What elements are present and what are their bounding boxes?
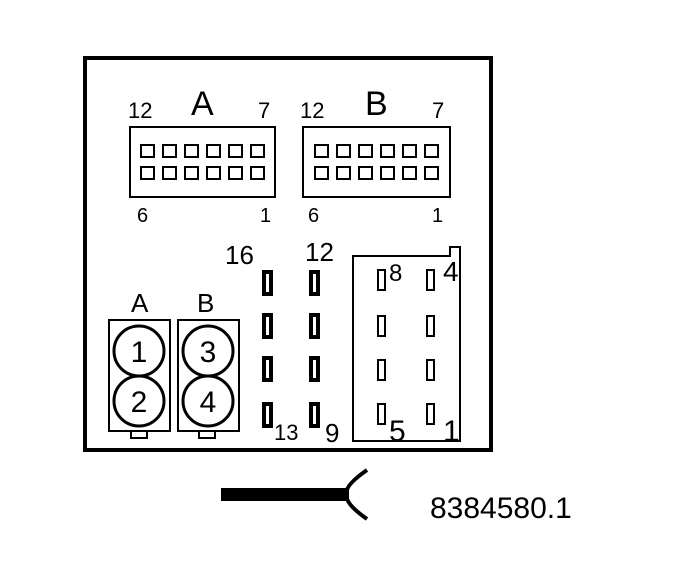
connector-a-pin-6-label: 6 <box>137 205 148 227</box>
connector-a-pin-grid <box>140 144 265 180</box>
connector-b-letter: B <box>365 85 388 123</box>
pin-12-label: 12 <box>305 237 334 267</box>
round-pin-2-label: 2 <box>131 386 148 419</box>
connector-a-pin-7-label: 7 <box>258 98 270 123</box>
right-block-pin-8-label: 8 <box>389 260 402 287</box>
round-connector-b: B 3 4 <box>177 288 240 439</box>
pin-10 <box>309 356 320 382</box>
connector-a-pin-12-label: 12 <box>128 98 152 123</box>
right-block-pin-1-label: 1 <box>443 415 460 448</box>
right-block-pin <box>426 359 435 381</box>
right-block-pin <box>377 359 386 381</box>
right-block-pin <box>426 315 435 337</box>
pin-column-left: 16 13 <box>225 240 298 445</box>
pin-column-right: 12 9 <box>305 237 339 448</box>
arrow-shaft <box>221 488 349 501</box>
connector-a-housing <box>129 126 276 198</box>
pin-9 <box>309 402 320 428</box>
connector-a-letter: A <box>191 85 214 123</box>
connector-b-pin-12-label: 12 <box>300 98 324 123</box>
pin-12 <box>309 270 320 296</box>
pin-13-label: 13 <box>274 420 298 445</box>
pin-9-label: 9 <box>325 418 339 448</box>
pin-13 <box>262 402 273 428</box>
round-connector-b-tab <box>198 430 216 439</box>
round-pin-1-label: 1 <box>131 336 148 369</box>
round-connector-a-tab <box>130 430 148 439</box>
round-pin-4-label: 4 <box>200 386 217 419</box>
right-block-pin <box>377 403 386 425</box>
round-connector-a: A 1 2 <box>108 288 171 439</box>
right-block-housing <box>352 246 461 442</box>
connector-b-top: 12 B 7 6 1 <box>300 85 451 227</box>
pin-11 <box>309 313 320 339</box>
right-block-pin <box>426 403 435 425</box>
round-pin-2 <box>112 374 166 428</box>
right-block-pin-5-label: 5 <box>389 415 406 448</box>
connector-a-pin-1-label: 1 <box>260 205 271 227</box>
pin-14 <box>262 356 273 382</box>
connector-b-pin-grid <box>314 144 439 180</box>
reference-number: 8384580.1 <box>430 492 572 525</box>
connector-a-top: 12 A 7 6 1 <box>128 85 276 227</box>
round-connector-b-letter: B <box>197 288 214 318</box>
right-block-pin-4-label: 4 <box>443 256 459 287</box>
round-connector-a-letter: A <box>131 288 149 318</box>
right-block-pin <box>377 269 386 291</box>
round-pin-3-label: 3 <box>200 336 217 369</box>
right-block-connector: 8 4 5 1 <box>352 246 461 448</box>
connector-b-housing <box>302 126 451 198</box>
arrow-head-icon <box>344 468 369 521</box>
pin-16-label: 16 <box>225 240 254 270</box>
pin-15 <box>262 313 273 339</box>
right-block-pin <box>426 269 435 291</box>
view-direction-arrow <box>221 468 369 521</box>
connector-b-pin-7-label: 7 <box>432 98 444 123</box>
outer-frame <box>83 56 493 452</box>
right-block-pin <box>377 315 386 337</box>
connector-b-pin-1-label: 1 <box>432 205 443 227</box>
round-pin-4 <box>181 374 235 428</box>
connector-b-pin-6-label: 6 <box>308 205 319 227</box>
pin-16 <box>262 270 273 296</box>
